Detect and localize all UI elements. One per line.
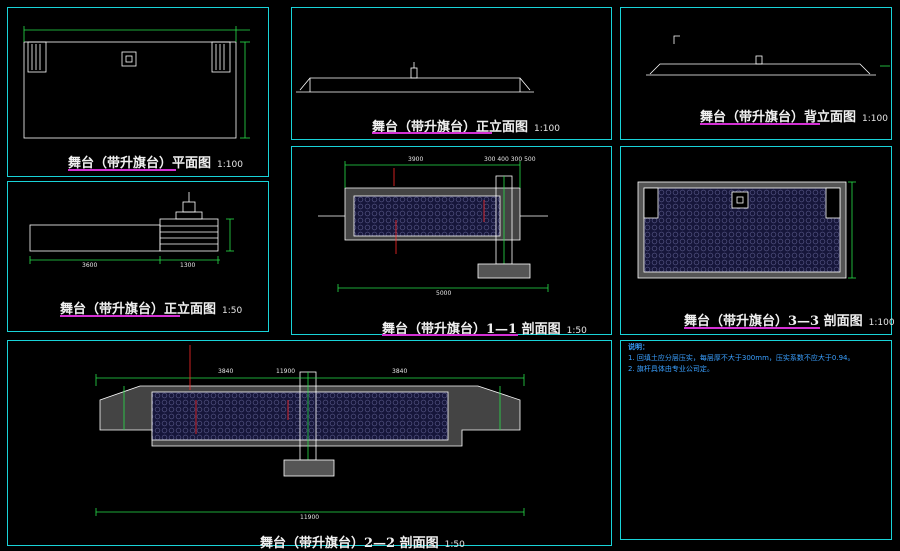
- section22-dim-mid-1: 3840: [218, 368, 234, 375]
- section-3-3-drawing: [637, 181, 856, 279]
- plan-title-underline: [68, 169, 176, 171]
- front-small-title-underline: [372, 132, 492, 134]
- section11-title-underline: [382, 334, 518, 336]
- section22-dim-top: 11900: [276, 368, 296, 375]
- section33-title-underline: [684, 327, 820, 329]
- front-elevation-50-panel: [7, 181, 269, 332]
- section11-dim-top-1: 3900: [408, 156, 424, 163]
- notes-panel: [620, 340, 892, 540]
- notes-item-2: 2. 旗杆具体由专业公司定。: [628, 365, 714, 373]
- section11-dim-bottom: 5000: [436, 290, 452, 297]
- back-elevation-drawing: [646, 35, 890, 76]
- section11-dim-top-2: 300 400 300 500: [484, 156, 536, 163]
- section-3-3-panel: [620, 146, 892, 335]
- front-elevation-50-drawing: [29, 192, 234, 264]
- plan-drawing: [23, 26, 250, 139]
- front-50-dim-2: 1300: [180, 262, 196, 269]
- front-50-dim-1: 3600: [82, 262, 98, 269]
- section-2-2-drawing: [95, 345, 525, 516]
- back-title-underline: [700, 123, 820, 125]
- front-50-title-underline: [60, 315, 180, 317]
- notes-heading: 说明：: [628, 343, 649, 351]
- plan-panel: [7, 7, 269, 177]
- section22-dim-mid-2: 3840: [392, 368, 408, 375]
- section-1-1-drawing: [318, 161, 549, 292]
- back-elevation-panel: [620, 7, 892, 140]
- notes-block: 说明： 1. 回填土应分层压实，每层厚不大于300mm，压实系数不应大于0.94…: [628, 342, 890, 375]
- section22-dim-bottom: 11900: [300, 514, 320, 521]
- front-elevation-small-drawing: [296, 62, 534, 93]
- notes-item-1: 1. 回填土应分层压实，每层厚不大于300mm，压实系数不应大于0.94。: [628, 354, 855, 362]
- front-elevation-small-panel: [291, 7, 612, 140]
